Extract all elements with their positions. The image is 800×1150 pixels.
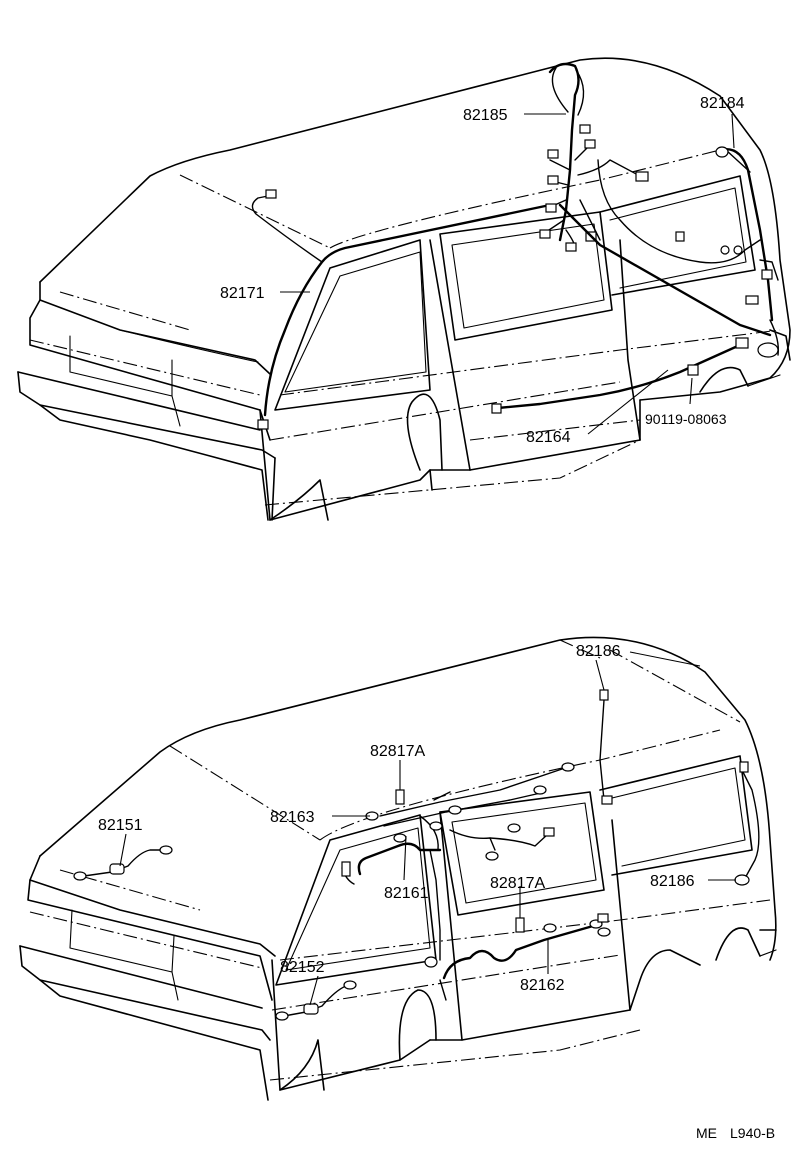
label-82186-upper: 82186 [576, 643, 621, 660]
footer-code-right: L940-B [730, 1125, 775, 1141]
bottom-van-harnesses [73, 689, 760, 1021]
top-van: 82185 82184 82171 82164 90119-08063 [17, 57, 791, 521]
top-van-leaders [280, 113, 735, 435]
label-82184: 82184 [700, 95, 745, 112]
bottom-van: 82186 82817A 82163 82151 82161 82817A 82… [19, 636, 777, 1101]
label-82163: 82163 [270, 809, 315, 826]
label-82817a-lower: 82817A [490, 875, 545, 892]
top-van-body [17, 57, 791, 521]
label-82151: 82151 [98, 817, 143, 834]
connector [265, 189, 277, 199]
top-van-chain-lines [29, 149, 781, 506]
bottom-van-chain-lines [29, 639, 771, 1081]
label-82171: 82171 [220, 285, 265, 302]
footer-code-left: ME [696, 1125, 717, 1141]
label-82162: 82162 [520, 977, 565, 994]
label-82186-lower: 82186 [650, 873, 695, 890]
connector [257, 419, 269, 430]
label-82164: 82164 [526, 429, 571, 446]
label-82152: 82152 [280, 959, 325, 976]
label-82185: 82185 [463, 107, 508, 124]
bottom-van-leaders [119, 651, 736, 1006]
label-82161: 82161 [384, 885, 429, 902]
label-82817a-upper: 82817A [370, 743, 425, 760]
label-90119-08063: 90119-08063 [645, 411, 727, 427]
bottom-van-body [19, 636, 777, 1101]
top-van-harnesses [251, 62, 780, 430]
